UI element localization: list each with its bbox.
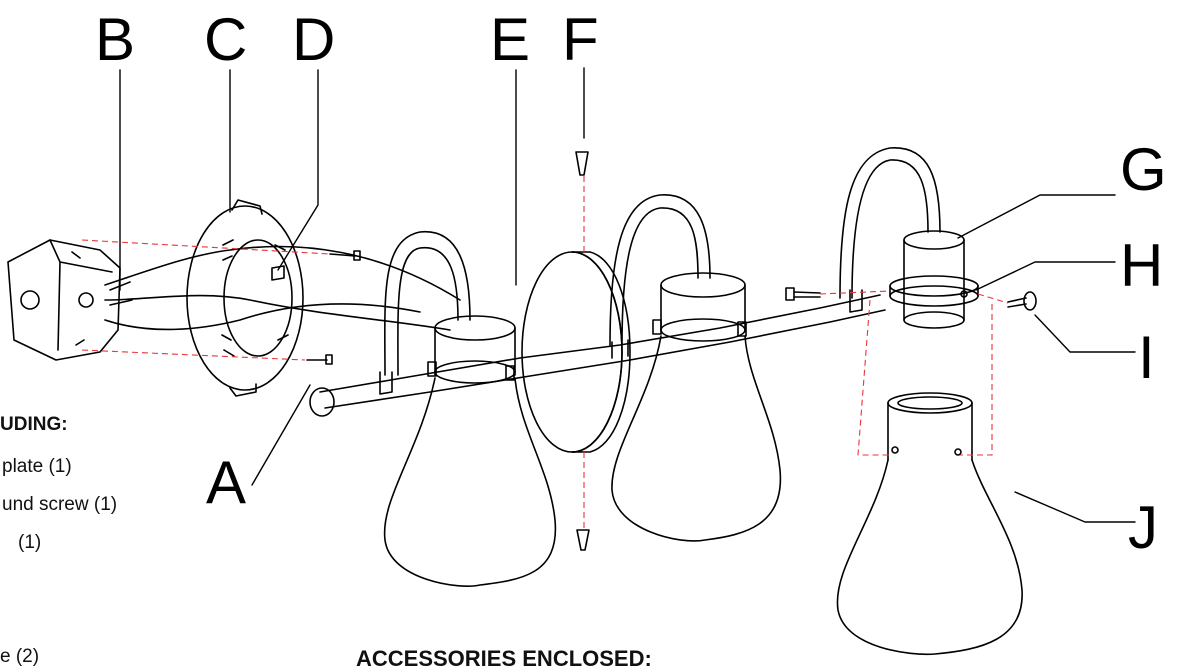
label-e: E — [490, 6, 530, 73]
included-line-4: e (2) — [0, 646, 40, 667]
accessories-heading: ACCESSORIES ENCLOSED: — [356, 646, 652, 671]
included-line-2: und screw (1) — [2, 494, 118, 515]
label-i: I — [1138, 324, 1155, 391]
included-line-1: plate (1) — [2, 456, 72, 477]
glass-shade-j — [836, 392, 1023, 656]
label-b: B — [95, 6, 135, 73]
lamp-right-socket — [839, 147, 979, 329]
wires — [104, 245, 461, 331]
part-labels: B C D E F G H I J A — [95, 6, 1167, 561]
mounting-plate — [186, 199, 304, 397]
label-c: C — [204, 6, 247, 73]
alignment-guides — [81, 176, 1009, 528]
included-heading: UDING: — [0, 414, 68, 435]
included-line-3: (1) — [18, 532, 42, 553]
label-j: J — [1128, 494, 1158, 561]
callout-leaders — [119, 67, 1136, 523]
wall-canopy — [521, 251, 631, 453]
lamp-middle — [609, 194, 782, 542]
screw-f-bottom — [576, 529, 590, 551]
thumb-screw-i — [1007, 291, 1037, 311]
label-h: H — [1120, 232, 1163, 299]
lamp-left — [383, 231, 557, 587]
screw-a-bottom — [306, 354, 333, 365]
label-f: F — [562, 6, 599, 73]
screw-a-top — [329, 250, 361, 261]
label-g: G — [1120, 136, 1167, 203]
arm-bar — [309, 289, 886, 417]
label-d: D — [292, 6, 335, 73]
junction-box — [7, 239, 121, 361]
thumb-screw-left — [785, 287, 821, 301]
label-a: A — [206, 449, 246, 516]
screw-f-top — [575, 151, 589, 176]
